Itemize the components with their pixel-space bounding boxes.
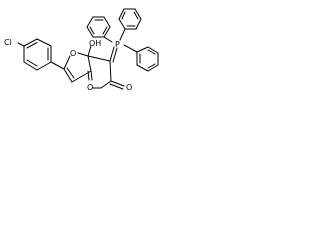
- phosphorus-phenyl-left: [86, 16, 113, 43]
- p-phenyl-right-double-2: [147, 63, 156, 69]
- ketone-oxygen-label: O: [87, 83, 93, 92]
- aryl-bond-5: [23, 61, 38, 71]
- phosphorus-phenyl-top: [118, 8, 142, 41]
- p-phenyl-left-double-1: [89, 26, 95, 35]
- phosphorus-label: P: [115, 40, 120, 49]
- p-phenyl-left-link: [103, 36, 113, 43]
- aryl-furanone-bond: [50, 61, 65, 70]
- ylide-bond-1: [109, 46, 115, 62]
- p-phenyl-right-link: [123, 44, 138, 53]
- p-phenyl-top-bond-6: [118, 18, 126, 30]
- p-phenyl-left-bond-2: [86, 26, 94, 38]
- p-phenyl-right-bond-4: [147, 64, 159, 72]
- ester-oxygen-bond: [100, 80, 112, 89]
- p-phenyl-left-double-3: [102, 26, 108, 35]
- p-phenyl-top-double-2: [133, 11, 139, 20]
- p-phenyl-right-bond-2: [147, 46, 159, 54]
- p-phenyl-top-bond-2: [135, 18, 142, 30]
- aryl-double-bond-3: [26, 59, 38, 67]
- furanone-bond-c4-c5: [63, 68, 73, 83]
- aryl-bond-1: [23, 38, 38, 47]
- ester-oxygen-label: O: [126, 83, 132, 92]
- aryl-bond-4: [36, 61, 52, 71]
- aryl-bond-2: [36, 38, 52, 47]
- p-phenyl-top-link: [119, 28, 126, 41]
- hydroxyl-bond: [87, 45, 92, 57]
- p-phenyl-left-bond-6: [103, 26, 111, 38]
- aryl-double-bond-1: [26, 42, 38, 49]
- furanone-bond-o1-c2: [77, 52, 89, 57]
- ylide-bond-2: [112, 47, 118, 63]
- chlorophenyl-ring: [23, 38, 52, 71]
- c2-alpha-carbon-bond: [87, 55, 111, 62]
- p-phenyl-top-double-3: [121, 11, 126, 20]
- chemical-structure-diagram: Cl O O OH P: [0, 0, 214, 127]
- phosphorus-phenyl-right: [123, 44, 159, 72]
- p-phenyl-left-bond-5: [103, 16, 111, 28]
- furanone-bond-c2-c3: [87, 55, 92, 72]
- ketone-bond-2: [87, 70, 90, 81]
- chemical-structure-svg: Cl O O OH P: [4, 8, 159, 92]
- ester-carbonyl-bond-2: [109, 83, 124, 90]
- p-phenyl-top-bond-3: [134, 8, 142, 20]
- ester-carbonyl-carbon-bond: [109, 60, 112, 82]
- p-phenyl-top-bond-5: [118, 8, 125, 20]
- ketone-bond-1: [90, 70, 93, 81]
- chlorine-label: Cl: [4, 38, 12, 47]
- p-phenyl-right-bond-5: [136, 64, 149, 72]
- furanone-ring: [63, 52, 92, 83]
- hydroxyl-label: OH: [89, 39, 101, 48]
- p-phenyl-right-double-1: [147, 49, 156, 55]
- furanone-double-bond: [66, 67, 75, 79]
- p-phenyl-left-bond-3: [86, 16, 94, 28]
- ring-oxygen-label: O: [70, 49, 76, 58]
- p-phenyl-right-bond-1: [136, 46, 149, 53]
- furanone-bond-c5-o1: [63, 55, 71, 70]
- ester-carbonyl-bond-1: [110, 80, 125, 87]
- chlorine-bond: [17, 42, 25, 47]
